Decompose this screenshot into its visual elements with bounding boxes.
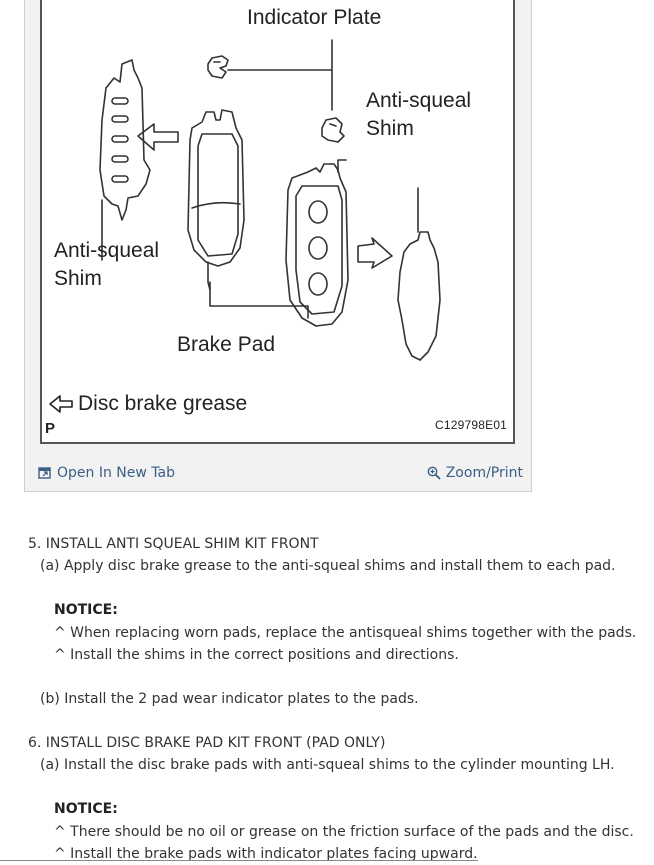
zoom-print-link[interactable]: Zoom/Print: [427, 465, 523, 481]
label-indicator-plate: Indicator Plate: [247, 6, 382, 29]
label-anti-squeal-shim-right: Anti-squeal Shim: [366, 87, 471, 143]
right-shim-shape: [397, 187, 441, 361]
label-anti-squeal-shim-left: Anti-squeal Shim: [54, 237, 159, 293]
indicator-plate-leader: [227, 39, 333, 111]
magnifier-plus-icon: [427, 466, 441, 480]
zoom-print-label: Zoom/Print: [445, 465, 523, 481]
label-shim-right-line2: Shim: [366, 117, 414, 140]
open-in-new-tab-link[interactable]: Open In New Tab: [38, 465, 175, 481]
brake-pad-leader: [209, 281, 309, 319]
left-brake-pad-shape: [187, 109, 245, 291]
step-6-title: 6. INSTALL DISC BRAKE PAD KIT FRONT (PAD…: [28, 735, 386, 751]
left-shim-shape: [99, 59, 151, 261]
notice-1-heading: NOTICE:: [54, 602, 118, 618]
step-5-a: (a) Apply disc brake grease to the anti-…: [40, 558, 616, 574]
open-in-new-tab-label: Open In New Tab: [57, 465, 175, 481]
legend-disc-brake-grease: Disc brake grease: [48, 390, 247, 418]
brake-pad-illustration: Indicator Plate Anti-squeal Shim Anti-sq…: [40, 0, 515, 444]
label-shim-right-line1: Anti-squeal: [366, 89, 472, 112]
external-window-icon: [38, 467, 51, 479]
label-shim-left-line2: Shim: [54, 267, 102, 290]
step-5-b: (b) Install the 2 pad wear indicator pla…: [40, 691, 419, 707]
brake-pad-diagram: [99, 39, 441, 361]
label-shim-left-line1: Anti-squeal: [54, 239, 160, 262]
corner-mark: P: [45, 420, 56, 437]
anti-squeal-shim-clip-shape: [321, 117, 345, 143]
notice-2-line-2: ^ Install the brake pads with indicator …: [54, 846, 478, 862]
grease-arrow-left-shape: [137, 123, 179, 151]
right-brake-pad-shape: [285, 159, 349, 327]
step-6-a: (a) Install the disc brake pads with ant…: [40, 757, 615, 773]
notice-2-heading: NOTICE:: [54, 801, 118, 817]
notice-1-line-2: ^ Install the shims in the correct posit…: [54, 647, 459, 663]
label-brake-pad: Brake Pad: [177, 333, 276, 356]
figure-code: C129798E01: [435, 418, 508, 432]
figure-container: Indicator Plate Anti-squeal Shim Anti-sq…: [24, 0, 532, 492]
grease-arrow-right-shape: [357, 237, 393, 269]
legend-text: Disc brake grease: [78, 392, 248, 415]
bottom-divider: [0, 860, 478, 861]
indicator-plate-top-shape: [207, 55, 229, 79]
hollow-arrow-left-icon: [49, 395, 73, 413]
notice-1-line-1: ^ When replacing worn pads, replace the …: [54, 625, 637, 641]
step-5-title: 5. INSTALL ANTI SQUEAL SHIM KIT FRONT: [28, 536, 319, 552]
notice-2-line-1: ^ There should be no oil or grease on th…: [54, 824, 634, 840]
figure-toolbar: Open In New Tab Zoom/Print: [25, 456, 531, 490]
